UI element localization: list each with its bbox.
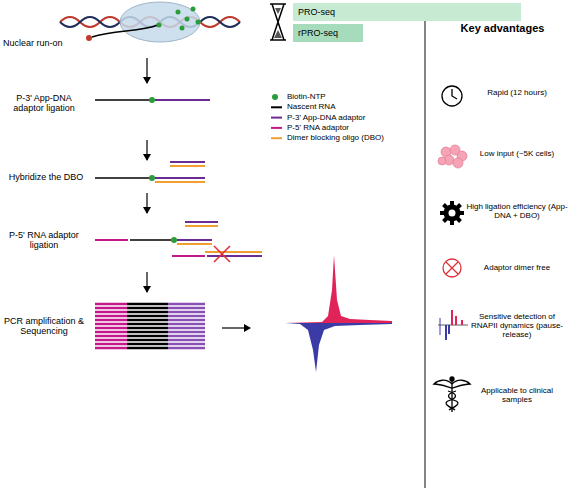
- swatch-line: [271, 127, 282, 129]
- biotin-ntp: [149, 175, 155, 181]
- legend-swatch: [271, 117, 282, 118]
- swatch-dot: [272, 94, 278, 100]
- antisense-signal: [285, 323, 392, 372]
- biotin-ntp: [196, 20, 201, 25]
- legend-text: P-5' RNA adaptor: [287, 123, 349, 132]
- advantage-text: High ligation efficiency (App-DNA + DBO): [466, 202, 568, 220]
- divider: [424, 5, 425, 488]
- dna-adaptor: [155, 177, 205, 179]
- advantage-text: Adaptor dimer free: [468, 263, 566, 272]
- step-arrow: [146, 140, 147, 160]
- cells-icon: [438, 145, 467, 168]
- advantage-text: Low input (~5K cells): [468, 149, 566, 158]
- nascent-rna: [95, 177, 150, 179]
- step-label: Hybridize the DBO: [0, 172, 92, 182]
- biotin-ntp: [157, 23, 162, 28]
- method-box: rPRO-seq: [293, 24, 363, 42]
- method-name: rPRO-seq: [293, 24, 363, 42]
- sense-signal: [285, 255, 392, 323]
- read-stack: [95, 304, 205, 348]
- legend-text: P-3' App-DNA adaptor: [287, 113, 365, 122]
- legend-text: Nascent RNA: [287, 102, 335, 111]
- step-label: P-5' RNA adaptor ligation: [0, 230, 88, 251]
- legend-swatch: [271, 127, 282, 128]
- swatch-line: [271, 117, 282, 119]
- dna-adaptor: [155, 99, 210, 101]
- rna-adaptor: [172, 255, 205, 257]
- dbo: [155, 181, 205, 183]
- dbo: [205, 251, 262, 253]
- step-label: P-3' App-DNA adaptor ligation: [0, 93, 88, 114]
- dna-adaptor: [168, 304, 205, 348]
- dna-adaptor: [177, 239, 212, 241]
- signal-icon: [438, 310, 468, 340]
- dna-adaptor: [207, 255, 262, 257]
- blocked-cross: [214, 246, 230, 262]
- dna-adaptor: [185, 221, 218, 223]
- step-label: PCR amplification & Sequencing: [0, 316, 88, 337]
- hourglass-icon: [270, 4, 286, 40]
- dbo: [185, 225, 218, 227]
- advantage-text: Sensitive detection of RNAPII dynamics (…: [468, 312, 566, 340]
- nascent-rna: [92, 25, 158, 37]
- legend-text: Dimer blocking oligo (DBO): [287, 133, 384, 142]
- no-dimer-icon: [443, 259, 461, 277]
- dbo: [177, 243, 212, 245]
- gear-icon: [440, 201, 464, 225]
- biotin-ntp: [180, 26, 185, 31]
- advantage-text: Applicable to clinical samples: [468, 386, 566, 404]
- step-arrow: [222, 327, 250, 328]
- nascent-rna: [130, 239, 171, 241]
- biotin-ntp: [176, 10, 181, 15]
- method-name: PRO-seq: [293, 3, 521, 21]
- swatch-line: [271, 137, 282, 139]
- step-label: Nuclear run-on: [3, 38, 93, 48]
- rna-cap: [86, 35, 92, 41]
- legend: [271, 94, 282, 138]
- nascent-rna: [127, 304, 168, 348]
- biotin-ntp: [149, 97, 155, 103]
- advantage-text: Rapid (12 hours): [468, 88, 566, 97]
- nascent-rna: [95, 99, 150, 101]
- dbo: [170, 165, 205, 167]
- column-heading: Key advantages: [440, 22, 565, 35]
- clock-icon: [442, 86, 462, 106]
- dna-adaptor: [170, 161, 205, 163]
- swatch-line: [271, 106, 282, 108]
- legend-swatch: [271, 107, 282, 108]
- hourglass-sand: [274, 8, 282, 38]
- caduceus-icon: [434, 377, 470, 412]
- step-arrow: [146, 58, 147, 83]
- step-arrow: [146, 272, 147, 292]
- legend-swatch: [271, 138, 282, 139]
- biotin-ntp: [185, 17, 190, 22]
- biotin-ntp: [191, 7, 196, 12]
- biotin-ntp: [171, 237, 177, 243]
- legend-swatch: [272, 94, 278, 100]
- step-arrow: [146, 193, 147, 213]
- rna-adaptor: [95, 239, 128, 241]
- legend-text: Biotin-NTP: [287, 92, 326, 101]
- polymerase: [120, 2, 200, 42]
- rna-adaptor: [95, 304, 127, 348]
- method-box: PRO-seq: [293, 3, 521, 21]
